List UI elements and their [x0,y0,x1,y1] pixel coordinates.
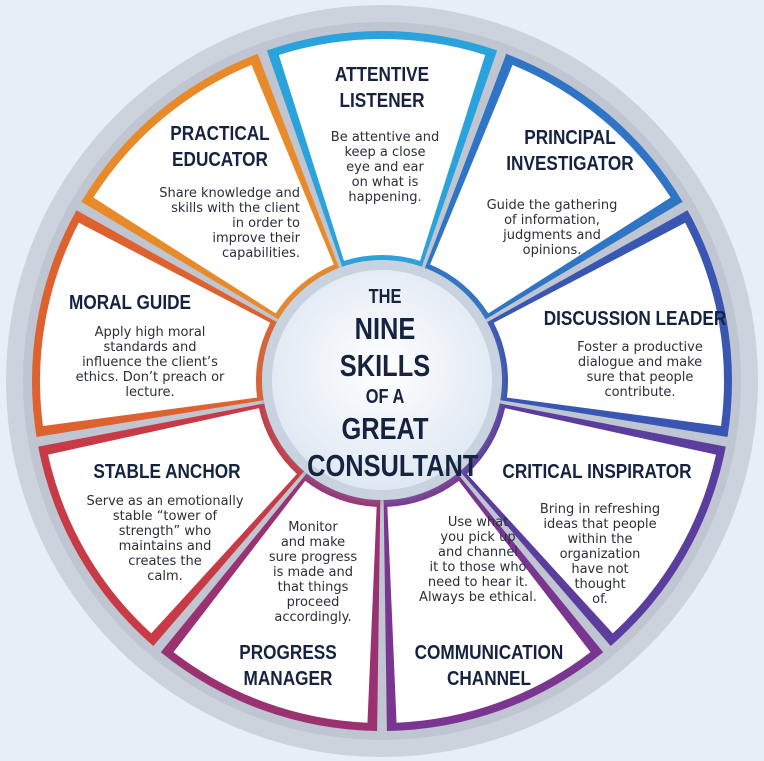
skill-desc-attentive-listener: Be attentive and keep a close eye and ea… [330,130,440,205]
skill-title-practical-educator: PRACTICAL EDUCATOR [170,123,270,171]
skill-desc-stable-anchor: Serve as an emotionally stable “tower of… [86,494,244,584]
segments-group [32,30,732,731]
skill-title-moral-guide: MORAL GUIDE [68,292,191,314]
skill-title-discussion-leader: DISCUSSION LEADER [543,308,727,330]
skill-desc-discussion-leader: Foster a productive dialogue and make su… [577,340,703,400]
center-title: THE NINE SKILLS OF A GREAT CONSULTANT [307,284,479,484]
center-line-2: NINE SKILLS [339,311,431,383]
skill-desc-communication-channel: Use what you pick up and channel it to t… [419,515,537,605]
segment-panel [467,408,716,634]
segment-panel [173,480,377,723]
center-line-3: OF A [365,386,405,408]
center-line-1: THE [368,286,402,308]
skill-title-critical-inspirator: CRITICAL INSPIRATOR [502,461,692,483]
skill-desc-principal-investigator: Guide the gathering of information, judg… [486,198,618,258]
segment-panel [493,222,724,427]
center-line-5: CONSULTANT [307,448,479,483]
skill-desc-moral-guide: Apply high moral standards and influence… [75,325,225,400]
segment-panel [430,64,671,314]
segment-panel [93,64,334,314]
skill-desc-critical-inspirator: Bring in refreshing ideas that people wi… [539,502,661,607]
skill-title-principal-investigator: PRINCIPAL INVESTIGATOR [506,127,634,175]
center-line-4: GREAT [341,411,429,446]
segment-panel [278,39,486,261]
segment-panel [48,408,297,634]
skill-desc-practical-educator: Share knowledge and skills with the clie… [159,186,300,261]
skill-desc-progress-manager: Monitor and make sure progress is made a… [268,520,358,625]
segment-panel [387,480,591,723]
skill-title-stable-anchor: STABLE ANCHOR [93,461,241,483]
segment-panel [39,222,271,427]
center-circle [272,270,492,490]
skill-title-communication-channel: COMMUNICATION CHANNEL [414,642,564,690]
skill-title-attentive-listener: ATTENTIVE LISTENER [334,64,430,112]
skill-title-progress-manager: PROGRESS MANAGER [239,642,337,690]
